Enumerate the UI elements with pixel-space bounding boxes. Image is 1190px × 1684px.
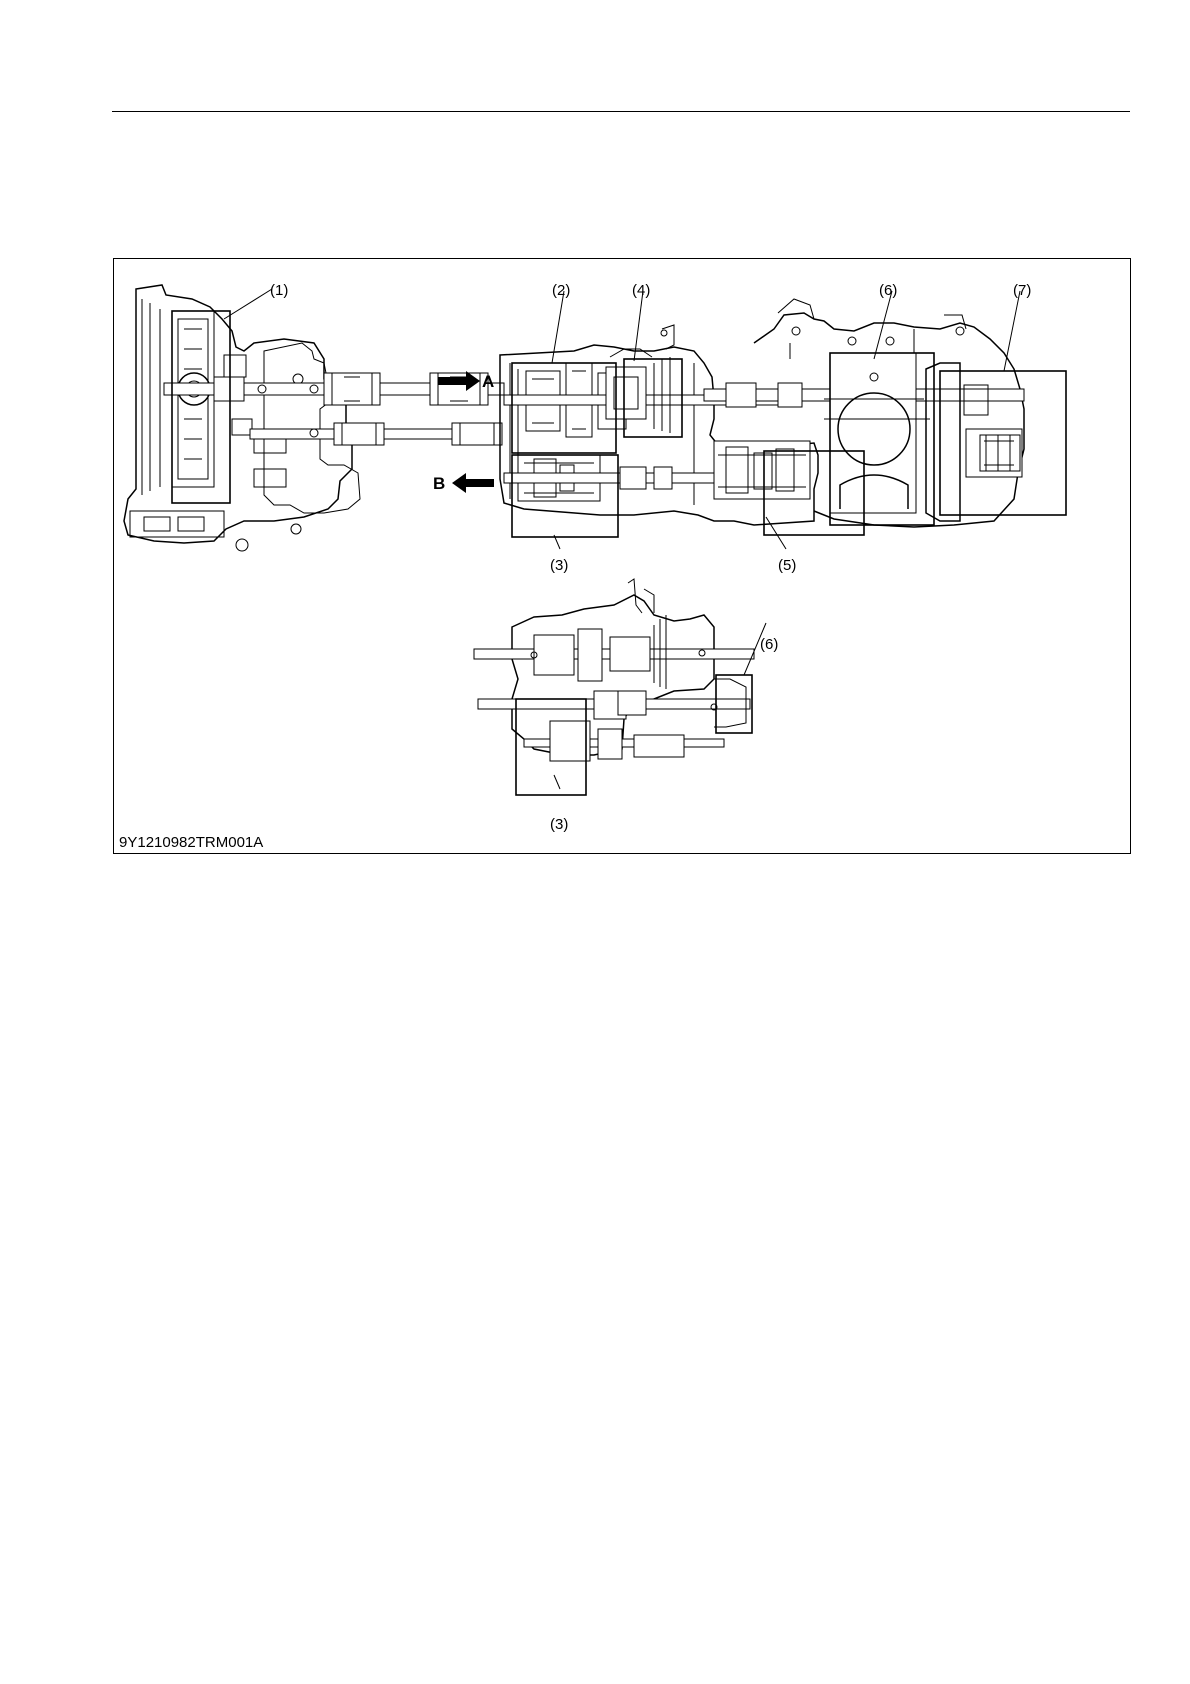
- callout-label-7: (7): [1013, 282, 1031, 299]
- callout-label-1: (1): [270, 282, 288, 299]
- figure-code: 9Y1210982TRM001A: [119, 834, 263, 851]
- leader-line-1: [224, 289, 272, 319]
- callout-label-6-top: (6): [879, 282, 897, 299]
- header-rule: [112, 111, 1130, 112]
- callout-label-4: (4): [632, 282, 650, 299]
- leader-line-5: [766, 517, 786, 549]
- leader-line-7: [1004, 291, 1020, 371]
- arrow-b-icon: [452, 473, 494, 493]
- main-assembly-drawing: [124, 285, 1024, 551]
- callout-label-2: (2): [552, 282, 570, 299]
- arrow-a-label: A: [482, 372, 494, 391]
- leader-line-6-top: [874, 291, 892, 359]
- callout-label-3-top: (3): [550, 557, 568, 574]
- arrow-b-label: B: [433, 474, 445, 493]
- leader-line-3-bottom: [554, 775, 560, 789]
- transmission-cross-section-figure: (1) (2) (4) (6) (7) (3) (5) A B: [113, 258, 1131, 854]
- transmission-drawing: (1) (2) (4) (6) (7) (3) (5) A B: [114, 259, 1132, 855]
- callout-label-6-bottom: (6): [760, 636, 778, 653]
- callout-label-5: (5): [778, 557, 796, 574]
- callout-label-3-bottom: (3): [550, 816, 568, 833]
